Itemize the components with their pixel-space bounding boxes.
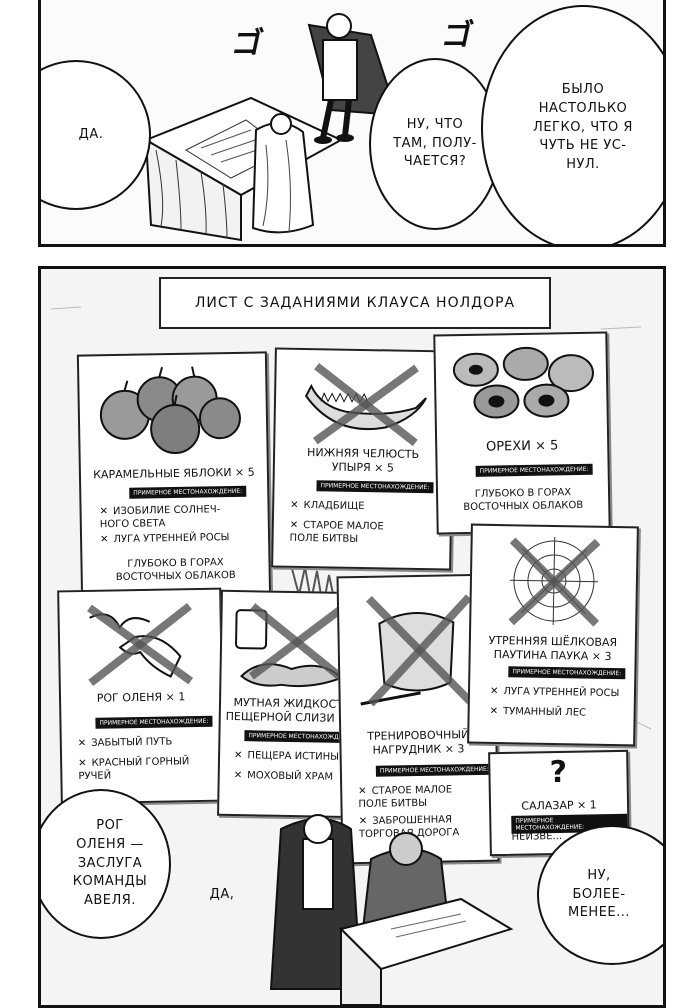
characters-illustration	[269, 814, 514, 1005]
slime-illustration	[235, 603, 346, 688]
quest-poster-nuts[interactable]: ОРЕХИ × 5 ПРИМЕРНОЕ МЕСТОНАХОЖДЕНИЕ: ГЛУ…	[433, 331, 611, 535]
top-panel: ゴ ゴ ДА. НУ, ЧТО ТАМ, ПОЛУ- ЧАЕТСЯ? БЫЛО …	[38, 0, 666, 247]
speech-bubble-deer-horn: РОГ ОЛЕНЯ — ЗАСЛУГА КОМАНДЫ АВЕЛЯ.	[41, 789, 171, 939]
web-illustration	[508, 537, 601, 627]
speech-bubble-right: БЫЛО НАСТОЛЬКО ЛЕГКО, ЧТО Я ЧУТЬ НЕ УС- …	[481, 5, 663, 244]
table-illustration	[143, 13, 399, 242]
quest-poster-ghoul-jaw[interactable]: НИЖНЯЯ ЧЕЛЮСТЬ УПЫРЯ × 5 ПРИМЕРНОЕ МЕСТО…	[271, 347, 455, 571]
banner-title: ЛИСТ С ЗАДАНИЯМИ КЛАУСА НОЛДОРА	[194, 295, 516, 311]
quest-board-panel: ЛИСТ С ЗАДАНИЯМИ КЛАУСА НОЛДОРА КАРАМЕЛЬ…	[38, 266, 666, 1008]
quest-poster-caramel-apples[interactable]: КАРАМЕЛЬНЫЕ ЯБЛОКИ × 5 ПРИМЕРНОЕ МЕСТОНА…	[76, 351, 272, 603]
speech-bubble-da: ДА,	[209, 886, 235, 902]
apples-illustration	[99, 366, 241, 454]
breastplate-illustration	[360, 594, 474, 707]
nuts-illustration	[452, 346, 594, 419]
quest-list-banner: ЛИСТ С ЗАДАНИЯМИ КЛАУСА НОЛДОРА	[159, 277, 551, 329]
speech-bubble-more-or-less: НУ, БОЛЕЕ- МЕНЕЕ...	[537, 825, 663, 965]
speech-bubble-middle: НУ, ЧТО ТАМ, ПОЛУ- ЧАЕТСЯ?	[369, 58, 501, 230]
quest-poster-spider-silk[interactable]: УТРЕННЯЯ ШЁЛКОВАЯ ПАУТИНА ПАУКА × 3 ПРИМ…	[467, 523, 639, 747]
quest-poster-deer-horn[interactable]: РОГ ОЛЕНЯ × 1 ПРИМЕРНОЕ МЕСТОНАХОЖДЕНИЕ:…	[57, 587, 225, 805]
quest-poster-slime-liquid[interactable]: МУТНАЯ ЖИДКОСТЬ ПЕЩЕРНОЙ СЛИЗИ × 5 ПРИМЕ…	[217, 589, 367, 819]
quest-poster-training-breastplate[interactable]: ТРЕНИРОВОЧНЫЙ НАГРУДНИК × 3 ПРИМЕРНОЕ МЕ…	[336, 573, 500, 865]
jaw-illustration	[304, 363, 427, 447]
deer-illustration	[87, 602, 194, 687]
